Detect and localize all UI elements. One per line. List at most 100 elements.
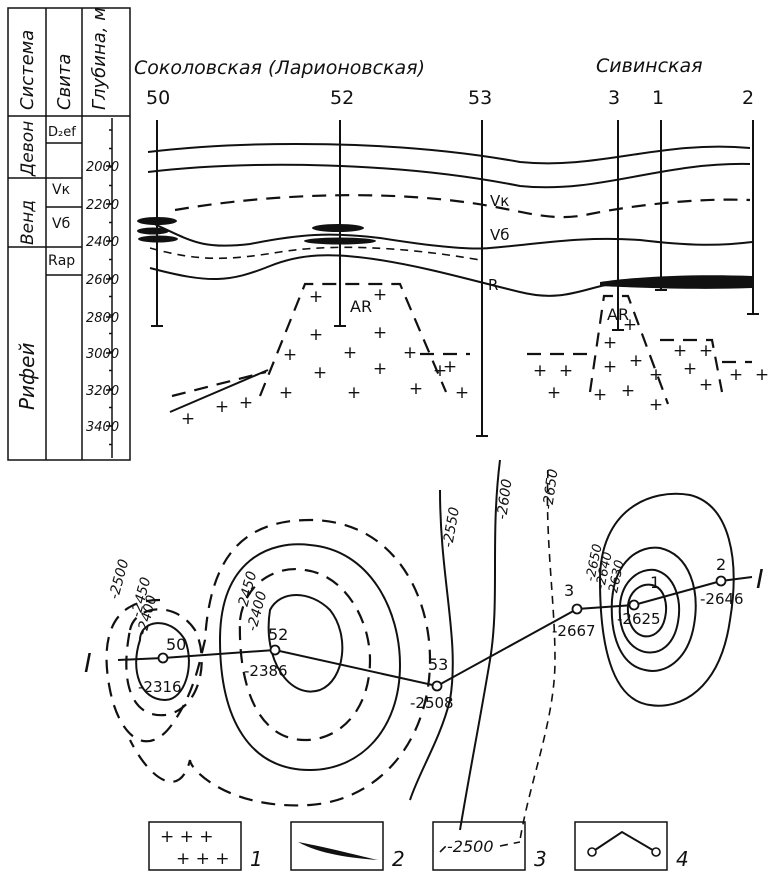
basement-cross: + <box>603 333 617 353</box>
lens-symbol <box>298 842 378 860</box>
map-well-value: -2508 <box>410 694 454 712</box>
section-well-label: 2 <box>742 87 754 109</box>
contour-2500 <box>105 518 432 807</box>
label-ar-left: AR <box>350 297 372 316</box>
map-well-name: 2 <box>716 555 726 574</box>
basement-cross: + <box>373 323 387 343</box>
depth-tick-label: 3000 <box>86 347 119 362</box>
basement-cross: + <box>279 383 293 403</box>
horizon-vk <box>174 194 751 219</box>
basement-cross: + <box>755 365 769 385</box>
basement-cross: + <box>621 381 635 401</box>
basement-cross: + <box>547 383 561 403</box>
basement-cross: + <box>683 359 697 379</box>
depth-tick-label: 2200 <box>86 198 119 213</box>
basement-cross: + <box>603 357 617 377</box>
label-r: R <box>488 276 498 294</box>
contour-50-2 <box>125 608 203 717</box>
basement-cross: + <box>649 395 663 415</box>
basement-cross: + <box>729 365 743 385</box>
contour-label: -2500 <box>106 558 132 602</box>
legend-sample-1: + + + <box>160 827 214 847</box>
depth-tick-label: 3200 <box>86 384 119 399</box>
basement-cross: + <box>309 287 323 307</box>
contour-label: -2600 <box>494 478 516 521</box>
map-well-name: 53 <box>428 655 448 674</box>
basement-cross: + <box>673 341 687 361</box>
legend-box-4 <box>574 821 668 871</box>
map-well-marker <box>571 603 583 615</box>
section-well-label: 1 <box>652 87 664 109</box>
contour-right-outer <box>598 492 735 707</box>
contour-2650-right <box>610 546 697 672</box>
basement-cross: + <box>283 345 297 365</box>
horizon-vb-right <box>489 237 753 249</box>
basement-cross: + <box>455 383 469 403</box>
label-vk: Vк <box>490 192 509 210</box>
stratigraphic-column: Система Свита Глубина, м Девон Венд Рифе… <box>7 7 131 461</box>
map-well-value: -2667 <box>552 622 596 640</box>
system-devon: Девон <box>18 121 38 177</box>
area-left-label: Соколовская (Ларионовская) <box>134 57 425 79</box>
profile-label-left: I <box>84 649 92 679</box>
horizon-devon-top <box>147 143 751 165</box>
contour-52-inner <box>267 594 344 693</box>
legend-box-2 <box>290 821 384 871</box>
legend-num-4: 4 <box>676 847 689 871</box>
legend-num-3: 3 <box>534 847 547 871</box>
basement-cross: + <box>629 351 643 371</box>
area-right-label: Сивинская <box>596 55 703 77</box>
basement-cross: + <box>409 379 423 399</box>
map-well-marker <box>157 652 169 664</box>
basement-cross: + <box>343 343 357 363</box>
label-vb: Vб <box>490 226 510 244</box>
basement-cross: + <box>373 359 387 379</box>
profile-label-right: I <box>756 565 764 595</box>
contour-2640 <box>618 568 681 654</box>
basement-cross: + <box>373 285 387 305</box>
suite-d2ef: D₂ef <box>48 125 76 140</box>
structure-map: -2500-2450-2400-2450-2400-2550-2600-2650… <box>84 459 764 841</box>
contour-labels: -2500-2450-2400-2450-2400-2550-2600-2650… <box>106 468 627 637</box>
contour-2600 <box>459 459 501 831</box>
section-well-label: 50 <box>146 87 170 109</box>
system-vend: Венд <box>18 200 38 245</box>
basement-crosses: +++++++++++++++++++++++++++++++++++ <box>181 285 769 429</box>
depth-tick-label: 2400 <box>86 235 119 250</box>
basement-cross: + <box>649 365 663 385</box>
basement-cross: + <box>443 357 457 377</box>
legend-box-1 <box>148 821 242 871</box>
basement-cross: + <box>699 341 713 361</box>
contour-2630 <box>626 583 668 638</box>
legend-num-1: 1 <box>250 847 263 871</box>
cross-section: Соколовская (Ларионовская) Сивинская 50 5… <box>134 55 769 437</box>
map-well-value: -2386 <box>244 662 288 680</box>
legend-box-3 <box>432 821 526 871</box>
svg-text:+ + +: + + + <box>176 849 230 869</box>
basement-cross: + <box>309 325 323 345</box>
legend-sample-3: -2500 <box>447 837 494 856</box>
depth-tick-label: 3400 <box>86 420 119 435</box>
horizon-vb <box>149 221 491 250</box>
map-well-name: 3 <box>564 581 574 600</box>
map-well-value: -2316 <box>138 678 182 696</box>
horizon-vb-dashed <box>149 246 481 261</box>
header-system: Система <box>17 30 38 110</box>
basement-cross: + <box>215 397 229 417</box>
basement-cross: + <box>239 393 253 413</box>
map-well-value: -2646 <box>700 590 744 608</box>
depth-tick-label: 2800 <box>86 311 119 326</box>
suite-rap: Rар <box>48 253 75 269</box>
basement-cross: + <box>699 375 713 395</box>
profile-line <box>117 576 753 688</box>
contour-2650 <box>519 469 556 841</box>
depth-tick-label: 2600 <box>86 273 119 288</box>
section-well-label: 53 <box>468 87 492 109</box>
section-well-label: 52 <box>330 87 354 109</box>
contour-52-mid <box>238 568 372 742</box>
basement-cross: + <box>559 361 573 381</box>
